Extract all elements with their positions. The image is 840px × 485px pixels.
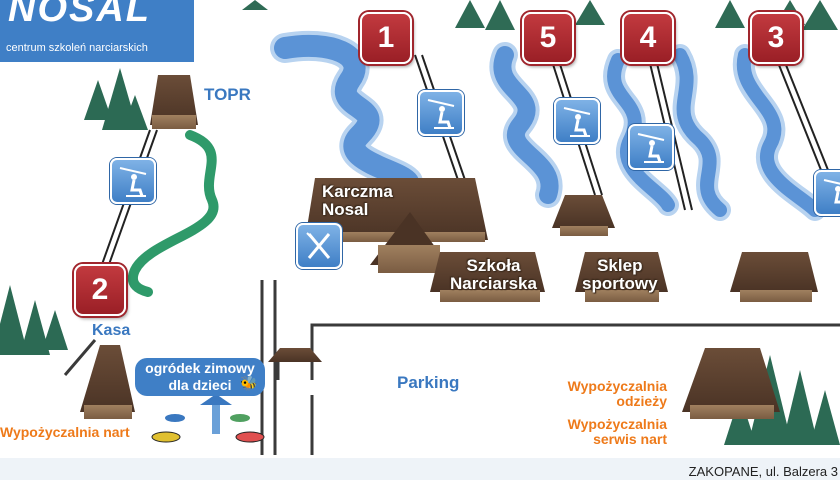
slope-1 bbox=[270, 30, 423, 197]
lift-badge-5[interactable]: 5 bbox=[522, 12, 574, 64]
ski-lift-icon bbox=[554, 98, 600, 144]
slope-3 bbox=[732, 44, 826, 221]
label-sklep: Sklep sportowy bbox=[582, 256, 658, 293]
logo-subtitle: centrum szkoleń narciarskich bbox=[6, 42, 148, 54]
logo-title: NOSAL bbox=[8, 0, 151, 30]
building-kasa bbox=[80, 345, 135, 419]
label-wypozyczalnia-nart: Wypożyczalnia nart bbox=[0, 424, 130, 440]
footer-bar bbox=[0, 458, 840, 480]
logo-banner: NOSAL centrum szkoleń narciarskich bbox=[0, 0, 194, 62]
tree-group-topr bbox=[84, 68, 148, 130]
label-topr: TOPR bbox=[204, 85, 251, 104]
lift-badge-2[interactable]: 2 bbox=[74, 264, 126, 316]
building-wypozyczalnia bbox=[682, 348, 780, 419]
parking-gate bbox=[268, 348, 322, 380]
ski-lift-icon bbox=[110, 158, 156, 204]
label-szkola: Szkoła Narciarska bbox=[450, 256, 537, 293]
building-topr bbox=[150, 75, 198, 129]
building-right bbox=[730, 252, 818, 302]
slope-5 bbox=[489, 42, 563, 208]
ski-lift-icon bbox=[814, 170, 840, 216]
label-kasa: Kasa bbox=[92, 322, 131, 339]
ski-lift-icon bbox=[418, 90, 464, 136]
label-wypozyczalnia-odziezy: Wypożyczalnia odzieży bbox=[567, 378, 667, 409]
label-ogrodek: ogródek zimowy dla dzieci bbox=[135, 358, 265, 396]
lift-badge-4[interactable]: 4 bbox=[622, 12, 674, 64]
lift-badge-1[interactable]: 1 bbox=[360, 12, 412, 64]
building-szkola bbox=[430, 252, 545, 302]
building-karczma bbox=[305, 178, 488, 273]
lift-badge-3[interactable]: 3 bbox=[750, 12, 802, 64]
label-parking: Parking bbox=[397, 373, 460, 392]
label-wypozyczalnia-serwis: Wypożyczalnia serwis nart bbox=[567, 416, 667, 447]
carousel bbox=[151, 394, 265, 443]
footer-address: ZAKOPANE, ul. Balzera 3 bbox=[688, 464, 838, 479]
building-lift5 bbox=[552, 195, 615, 236]
ski-lift-icon bbox=[628, 124, 674, 170]
label-karczma: Karczma Nosal bbox=[322, 182, 393, 219]
green-route bbox=[127, 130, 219, 297]
building-sklep bbox=[575, 252, 668, 302]
bee-icon: 🐝 bbox=[240, 375, 258, 391]
tree-group-left bbox=[0, 285, 68, 355]
fork-knife-icon bbox=[296, 223, 342, 269]
ski-slopes bbox=[270, 30, 826, 221]
